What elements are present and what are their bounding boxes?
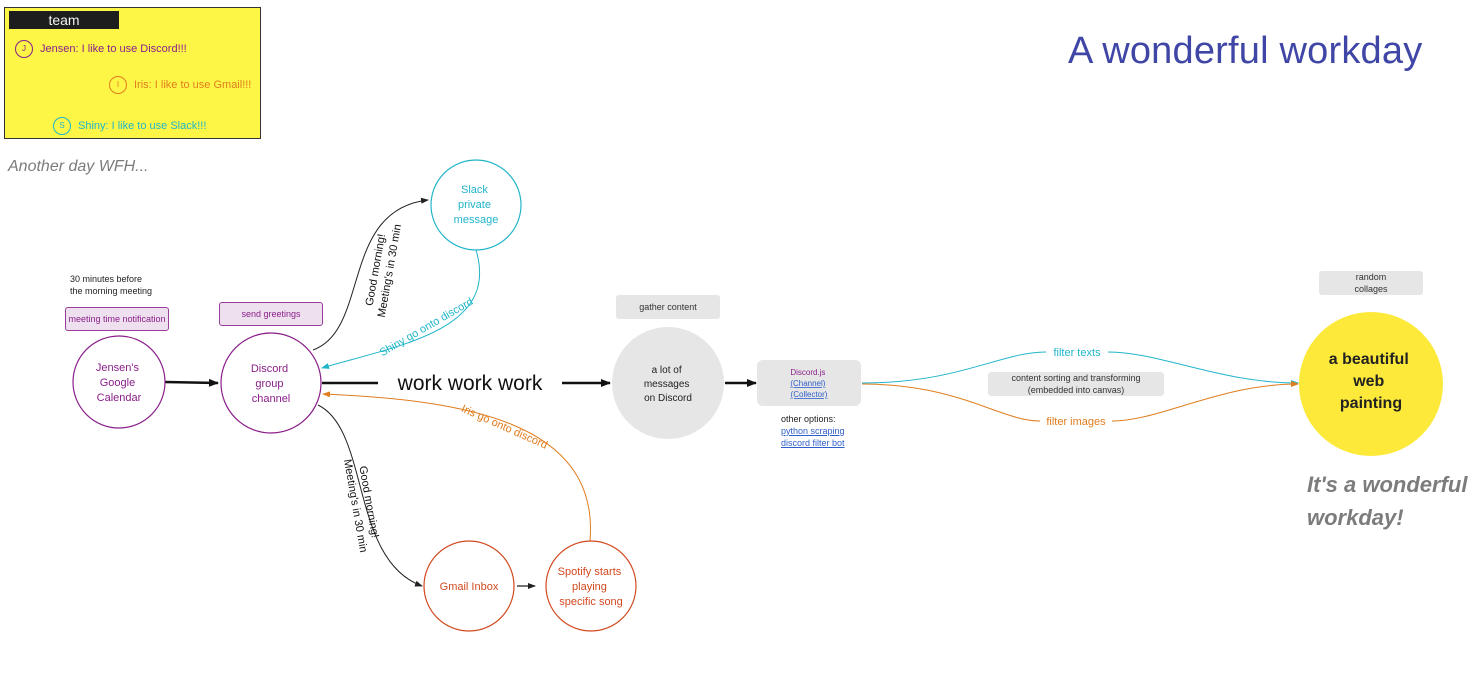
filter-images-label: filter images xyxy=(1046,416,1106,428)
another-day-caption: Another day WFH... xyxy=(8,158,149,175)
node-gmail-label: Gmail Inbox xyxy=(440,581,499,593)
note-line: other options: xyxy=(781,414,836,424)
discord-filter-bot-link[interactable]: discord filter bot xyxy=(781,438,845,448)
caption-line: It's a wonderful xyxy=(1307,472,1468,497)
filter-texts-label: filter texts xyxy=(1053,347,1101,359)
node-discordjs-label: Discord.js (Channel) (Collector) xyxy=(790,368,827,399)
tag-line: collages xyxy=(1354,284,1388,294)
node-gmail xyxy=(423,540,515,632)
node-messages xyxy=(612,327,724,439)
legend-member-iris: I Iris: I like to use Gmail!!! xyxy=(109,76,251,94)
node-spotify xyxy=(545,540,637,632)
edge-work-label: work work work xyxy=(397,372,543,395)
node-discord-label: Discord group channel xyxy=(251,363,291,405)
random-collages-tag: random collages xyxy=(1319,271,1423,295)
note-line: the morning meeting xyxy=(70,286,153,296)
page-title: A wonderful workday xyxy=(1068,30,1423,72)
legend-member-shiny: S Shiny: I like to use Slack!!! xyxy=(53,117,206,135)
avatar: S xyxy=(53,117,71,135)
tag-line: (embedded into canvas) xyxy=(1027,385,1125,395)
caption-line: workday! xyxy=(1307,505,1404,530)
python-scraping-link[interactable]: python scraping xyxy=(781,426,845,436)
member-text: Jensen: I like to use Discord!!! xyxy=(40,43,187,55)
before-meeting-note: 30 minutes before the morning meeting xyxy=(70,273,152,297)
tag-line: random xyxy=(1355,272,1387,282)
node-painting xyxy=(1299,312,1443,456)
node-slack xyxy=(430,159,522,251)
edge-slack-discord xyxy=(321,249,481,369)
edge-discord-gmail xyxy=(317,404,423,587)
member-text: Shiny: I like to use Slack!!! xyxy=(78,120,207,132)
send-greetings-tag: send greetings xyxy=(219,302,323,326)
node-discord xyxy=(220,332,322,434)
legend-title: team xyxy=(9,11,119,29)
node-calendar-label: Jensen's Google Calendar xyxy=(96,362,142,404)
note-line: 30 minutes before xyxy=(70,274,143,284)
member-text: Iris: I like to use Gmail!!! xyxy=(134,79,252,91)
meeting-notification-tag: meeting time notification xyxy=(65,307,169,331)
legend-member-jensen: J Jensen: I like to use Discord!!! xyxy=(15,40,187,58)
gather-content-tag: gather content xyxy=(616,295,720,319)
tag-line: content sorting and transforming xyxy=(1011,373,1141,383)
node-messages-label: a lot of messages on Discord xyxy=(644,365,692,404)
edge-discord-slack xyxy=(312,197,429,351)
avatar: J xyxy=(15,40,33,58)
node-calendar xyxy=(72,335,166,429)
greeting-gmail-label: Good morning! Meeting's in 30 min xyxy=(341,456,383,554)
avatar: I xyxy=(109,76,127,94)
shiny-discord-label: Shiny go onto discord xyxy=(378,296,476,359)
greeting-slack-label: Good morning! Meeting's in 30 min xyxy=(362,221,404,319)
node-discordjs xyxy=(757,360,861,406)
team-legend: team J Jensen: I like to use Discord!!! … xyxy=(4,7,261,139)
iris-discord-label: Iris go onto discord xyxy=(459,403,549,452)
node-painting-label: a beautiful web painting xyxy=(1329,351,1413,412)
content-sorting-tag: content sorting and transforming (embedd… xyxy=(988,372,1164,396)
edge-calendar-discord xyxy=(164,378,219,387)
wonderful-caption: It's a wonderful workday! xyxy=(1307,468,1467,534)
edge-spotify-discord xyxy=(322,391,591,542)
other-options-note: other options: python scraping discord f… xyxy=(781,413,845,449)
node-slack-label: Slack private message xyxy=(454,184,499,226)
node-spotify-label: Spotify starts playing specific song xyxy=(558,566,625,608)
